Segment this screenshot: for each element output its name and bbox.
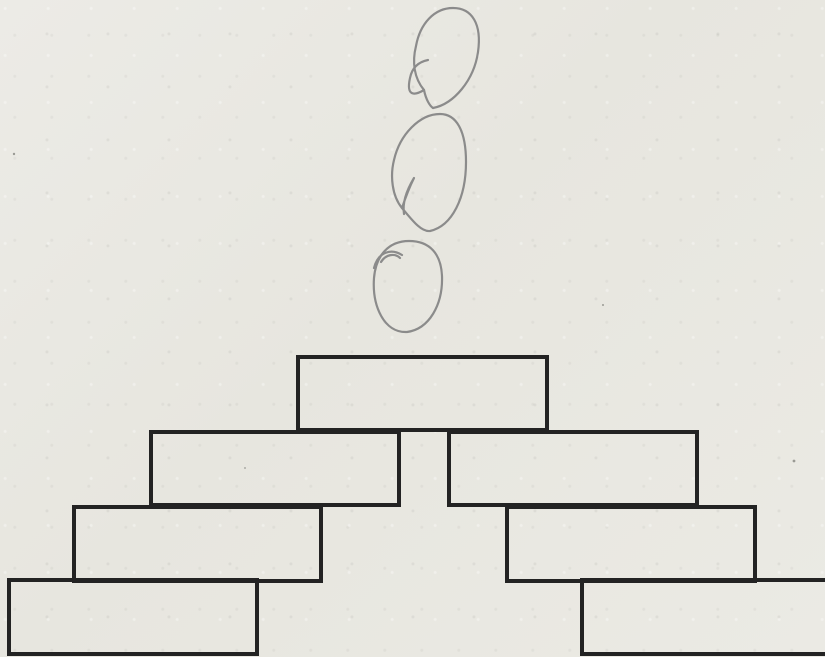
brick-row2-right — [449, 432, 697, 505]
brick-bottom-right — [582, 580, 825, 654]
paper-speck — [602, 304, 604, 306]
paper-speck — [244, 467, 246, 469]
paper-speck — [13, 153, 15, 155]
brick-row3-right — [507, 507, 755, 581]
stone-bottom — [374, 241, 442, 332]
brick-top — [298, 357, 547, 430]
stone-middle — [392, 114, 466, 231]
brick-bottom-left — [9, 580, 257, 654]
stone-top — [409, 8, 479, 108]
brick-row2-left — [151, 432, 399, 505]
brick-row3-left — [74, 507, 321, 581]
paper-speck — [793, 460, 796, 463]
